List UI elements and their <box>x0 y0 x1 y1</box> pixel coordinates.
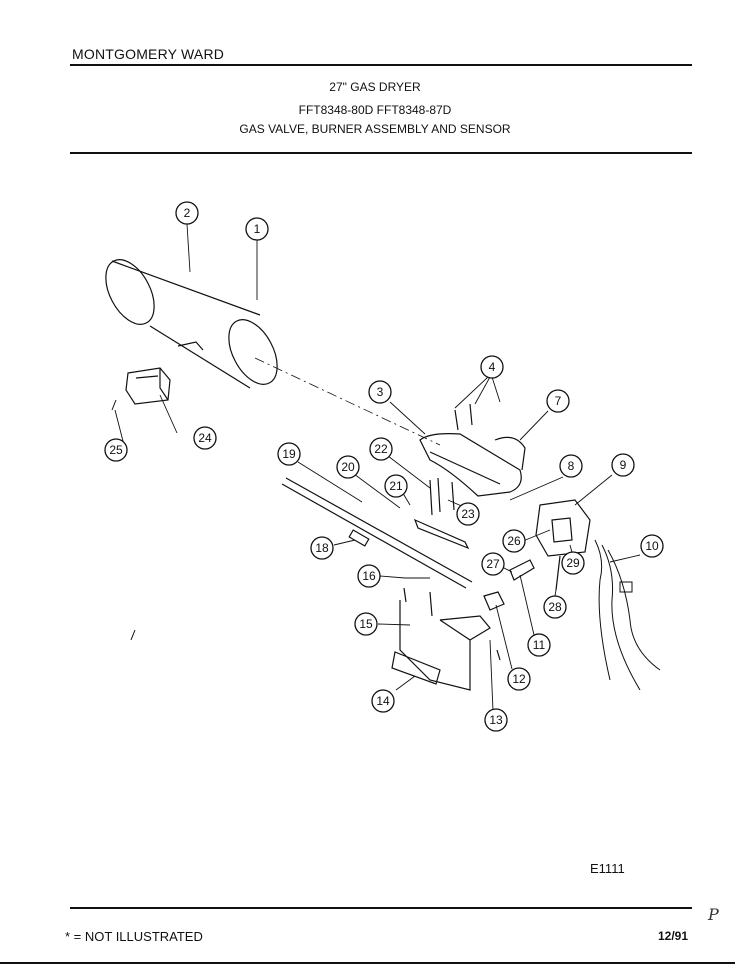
callout-label-9: 9 <box>620 458 627 472</box>
page-title: 27" GAS DRYER <box>329 80 421 94</box>
diagram-subtitle: GAS VALVE, BURNER ASSEMBLY AND SENSOR <box>239 122 511 136</box>
callout-16 <box>357 564 381 588</box>
callout-label-13: 13 <box>489 713 503 727</box>
callout-label-25: 25 <box>109 443 123 457</box>
burner-housing <box>419 433 526 497</box>
callout-label-26: 26 <box>507 534 521 548</box>
mounting-bracket <box>391 587 491 691</box>
callout-21 <box>384 474 408 498</box>
callout-7 <box>546 389 570 413</box>
sensor-switch <box>483 591 505 611</box>
callout-12 <box>507 667 531 691</box>
callout-11 <box>527 633 551 657</box>
callout-25 <box>104 438 128 462</box>
callout-label-8: 8 <box>568 459 575 473</box>
callout-8 <box>559 454 583 478</box>
callout-label-14: 14 <box>376 694 390 708</box>
nozzle <box>509 559 535 581</box>
callout-22 <box>369 437 393 461</box>
sensor-bracket <box>125 367 171 405</box>
callout-label-18: 18 <box>315 541 329 555</box>
callout-1 <box>245 217 269 241</box>
revision-date: 12/91 <box>658 929 689 943</box>
callout-13 <box>484 708 508 732</box>
callout-14 <box>371 689 395 713</box>
manifold-pipe <box>281 477 473 589</box>
callout-4 <box>480 355 504 379</box>
burner-tube <box>105 259 278 389</box>
callout-label-16: 16 <box>362 569 376 583</box>
callout-label-21: 21 <box>389 479 403 493</box>
callout-label-27: 27 <box>486 557 500 571</box>
callout-24 <box>193 426 217 450</box>
callout-label-22: 22 <box>374 442 388 456</box>
callout-label-15: 15 <box>359 617 373 631</box>
callout-label-28: 28 <box>548 600 562 614</box>
handwritten-mark: P <box>708 905 719 924</box>
callout-label-12: 12 <box>512 672 526 686</box>
callout-label-4: 4 <box>489 360 496 374</box>
callout-23 <box>456 502 480 526</box>
callout-label-11: 11 <box>533 638 546 652</box>
callout-20 <box>336 455 360 479</box>
callout-3 <box>368 380 392 404</box>
callout-label-23: 23 <box>461 507 475 521</box>
callout-label-24: 24 <box>198 431 212 445</box>
page-bottom-rule <box>0 962 735 964</box>
igniter <box>413 477 470 550</box>
callout-27 <box>481 552 505 576</box>
gas-valve <box>535 499 591 591</box>
callout-label-19: 19 <box>282 447 296 461</box>
callout-label-20: 20 <box>341 460 355 474</box>
callout-label-29: 29 <box>566 556 580 570</box>
callout-label-7: 7 <box>555 394 562 408</box>
callout-18 <box>310 536 334 560</box>
header-rule-bottom <box>70 152 692 154</box>
callout-label-10: 10 <box>645 539 659 553</box>
model-numbers: FFT8348-80D FFT8348-87D <box>298 103 452 117</box>
brand-name: MONTGOMERY WARD <box>72 46 225 62</box>
callout-2 <box>175 201 199 225</box>
callout-9 <box>611 453 635 477</box>
callout-label-2: 2 <box>184 206 191 220</box>
callout-26 <box>502 529 526 553</box>
drawing-code: E1111 <box>590 861 625 876</box>
not-illustrated-note: * = NOT ILLUSTRATED <box>65 929 203 944</box>
callout-29 <box>561 551 585 575</box>
footer-rule <box>70 907 692 909</box>
callout-28 <box>543 595 567 619</box>
callout-15 <box>354 612 378 636</box>
header-rule-top <box>70 64 692 66</box>
callout-label-1: 1 <box>254 222 261 236</box>
callout-19 <box>277 442 301 466</box>
wiring-harness <box>594 539 661 691</box>
callout-10 <box>640 534 664 558</box>
callout-label-3: 3 <box>377 385 384 399</box>
